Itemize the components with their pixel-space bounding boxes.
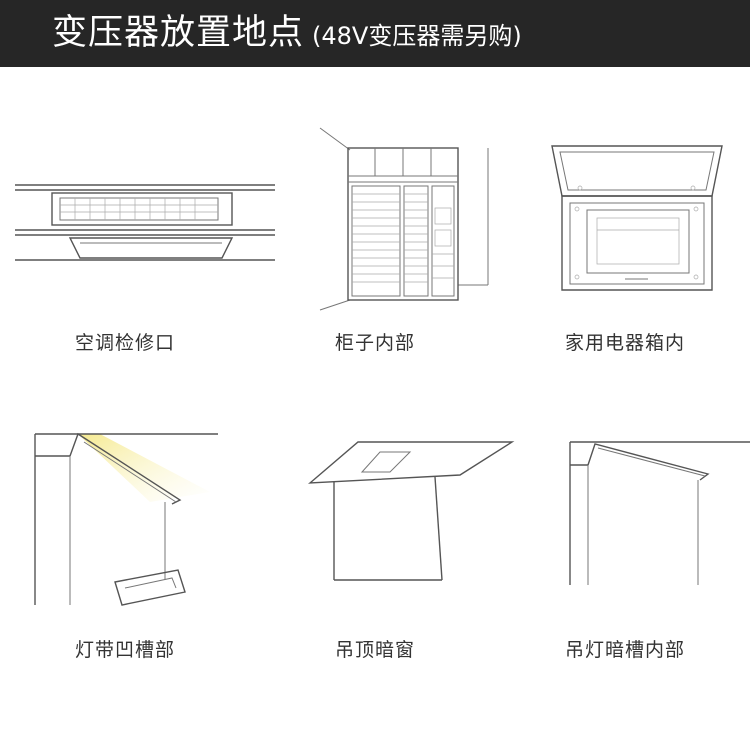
title-subtitle: (48V变压器需另购) [312, 22, 522, 50]
location-item-ac-access: 空调检修口 [0, 110, 275, 370]
caption-cabinet: 柜子内部 [334, 332, 415, 354]
ceiling-window-illustration [307, 441, 515, 581]
pendant-groove-illustration [569, 441, 750, 585]
header-banner: 变压器放置地点(48V变压器需另购) [0, 0, 750, 67]
ac-access-illustration [15, 184, 275, 261]
location-item-appliance-box: 家用电器箱内 [500, 110, 750, 370]
location-item-pendant-groove: 吊灯暗槽内部 [500, 410, 750, 670]
caption-light-groove: 灯带凹槽部 [74, 639, 175, 661]
light-glow-shape [78, 434, 210, 502]
caption-ac-access: 空调检修口 [74, 332, 175, 354]
caption-pendant-groove: 吊灯暗槽内部 [564, 639, 685, 661]
appliance-box-illustration [551, 145, 723, 291]
location-item-light-groove: 灯带凹槽部 [0, 410, 250, 670]
caption-appliance-box: 家用电器箱内 [564, 332, 685, 354]
light-groove-illustration [34, 432, 218, 606]
location-item-cabinet: 柜子内部 [250, 110, 500, 370]
cabinet-illustration [319, 127, 489, 311]
caption-ceiling-window: 吊顶暗窗 [334, 639, 415, 661]
title-text: 变压器放置地点 [52, 13, 305, 53]
location-item-ceiling-window: 吊顶暗窗 [250, 410, 515, 670]
page-title: 变压器放置地点(48V变压器需另购) [52, 10, 522, 59]
